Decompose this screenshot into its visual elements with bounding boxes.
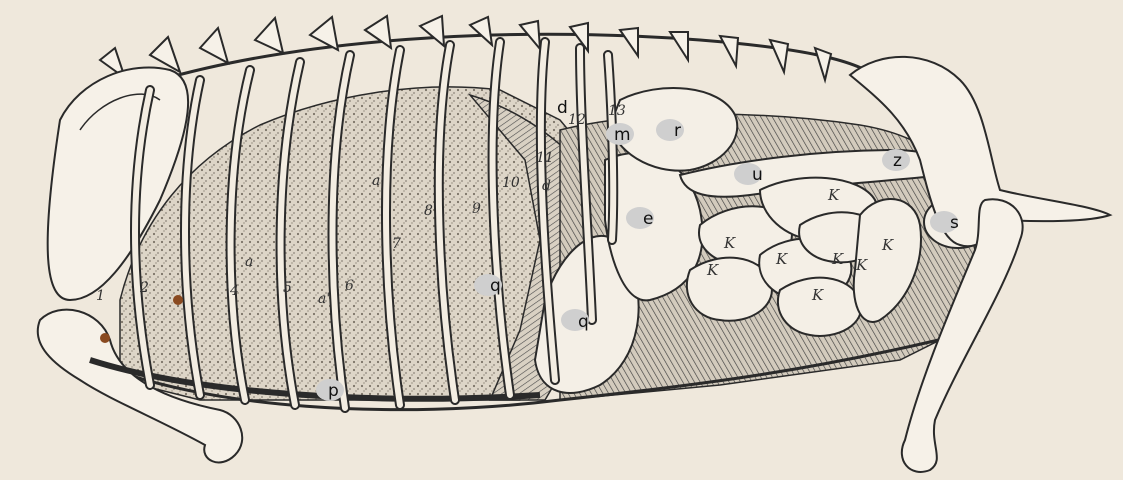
label-d: d <box>557 98 568 118</box>
brown-marker-2 <box>173 295 183 305</box>
label-a-prime-upper: a' <box>372 173 384 189</box>
rib-number-5: 5 <box>283 280 292 296</box>
label-k-7: K <box>811 286 824 304</box>
rib-number-1: 1 <box>96 288 105 304</box>
label-k-2: K <box>723 234 736 252</box>
rib-number-9: 9 <box>472 201 481 217</box>
rib-number-4: 4 <box>229 283 239 299</box>
label-m: m <box>614 125 631 145</box>
rib-number-2: 2 <box>139 280 149 296</box>
label-p: p <box>328 381 339 401</box>
rib-number-12: 12 <box>568 112 586 128</box>
rib-number-7: 7 <box>392 236 401 252</box>
label-u: u <box>752 165 763 185</box>
label-q-lower: q <box>578 312 589 332</box>
rib-number-13: 13 <box>608 103 626 119</box>
label-k-8: K <box>855 256 868 274</box>
rib-number-11: 11 <box>536 150 554 166</box>
brown-marker-1 <box>100 333 110 343</box>
label-a: a <box>245 254 253 270</box>
rib-number-10: 10 <box>502 175 520 191</box>
label-k-3: K <box>775 250 788 268</box>
label-k-5: K <box>706 261 719 279</box>
label-a-prime-lower: a' <box>318 291 330 307</box>
rib-number-6: 6 <box>345 278 354 294</box>
rib-number-8: 8 <box>424 203 433 219</box>
label-r: r <box>674 121 681 141</box>
label-d-secondary: d <box>542 178 551 194</box>
label-q-upper: q <box>490 276 501 296</box>
label-k-6: K <box>881 236 894 254</box>
label-k-1: K <box>827 186 840 204</box>
label-z: z <box>893 151 902 171</box>
label-k-4: K <box>831 250 844 268</box>
label-e: e <box>643 209 653 229</box>
label-s: s <box>950 213 959 233</box>
